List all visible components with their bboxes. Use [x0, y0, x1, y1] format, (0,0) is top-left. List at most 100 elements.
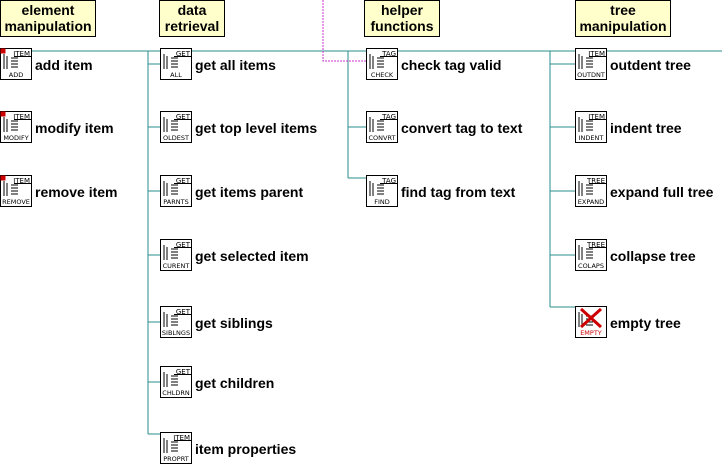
vi-icon: GET OLDEST	[160, 111, 192, 143]
vi-icon: TAG CONVRT	[366, 111, 398, 143]
category-tree-manipulation: tree manipulation	[575, 0, 671, 37]
vi-icon: TAG CHECK	[366, 48, 398, 80]
vi-icon: GET SIBLNGS	[160, 306, 192, 338]
category-data-retrieval: data retrieval	[159, 0, 225, 37]
vi-icon-top-text: ITEM	[13, 113, 30, 121]
vi-icon-bottom-text: MODIFY	[3, 134, 28, 142]
vi-icon-bottom-text: FIND	[374, 198, 390, 206]
node-label: collapse tree	[610, 248, 696, 264]
vi-icon-bottom-text: COLAPS	[578, 262, 604, 270]
vi-icon-top-text: ITEM	[173, 434, 190, 442]
node-label: convert tag to text	[401, 120, 523, 136]
node-label: remove item	[35, 184, 118, 200]
red-x-icon	[579, 307, 603, 329]
tree-glyph-icon	[163, 438, 178, 453]
vi-icon: TAG FIND	[366, 175, 398, 207]
tree-glyph-icon	[163, 54, 178, 69]
category-line: functions	[370, 18, 434, 34]
vi-icon: ITEM REMOVE	[0, 175, 32, 207]
tree-glyph-icon	[578, 181, 593, 196]
category-line: manipulation	[4, 18, 92, 34]
tree-glyph-icon	[3, 117, 18, 132]
tree-glyph-icon	[163, 181, 178, 196]
vi-icon-top-text: ITEM	[13, 177, 30, 185]
vi-icon-top-text: ITEM	[588, 113, 605, 121]
tree-glyph-icon	[369, 117, 384, 132]
vi-icon-bottom-text: ALL	[170, 71, 182, 79]
tree-glyph-icon	[369, 54, 384, 69]
tree-glyph-icon	[3, 181, 18, 196]
vi-icon-bottom-text: REMOVE	[2, 198, 30, 206]
category-line: helper	[380, 2, 423, 18]
node-label: get siblings	[195, 315, 273, 331]
node-label: get top level items	[195, 120, 318, 136]
node-label: indent tree	[610, 120, 682, 136]
vi-icon-bottom-text: PARNTS	[163, 198, 188, 206]
vi-icon-bottom-text: ADD	[9, 71, 23, 79]
vi-icon-top-text: GET	[176, 50, 191, 58]
tree-glyph-icon	[163, 117, 178, 132]
category-line: tree	[610, 2, 636, 18]
tree-glyph-icon	[369, 181, 384, 196]
vi-icon-top-text: ITEM	[588, 50, 605, 58]
tree-glyph-icon	[578, 245, 593, 260]
tree-glyph-icon	[163, 372, 178, 387]
vi-icon-bottom-text: EMPTY	[580, 329, 602, 337]
tree-glyph-icon	[578, 54, 593, 69]
plus-icon	[0, 175, 6, 181]
category-element-manipulation: element manipulation	[0, 0, 96, 37]
vi-icon-bottom-text: PROPRT	[163, 455, 189, 463]
vi-icon-top-text: GET	[176, 308, 191, 316]
vi-icon: ITEM MODIFY	[0, 111, 32, 143]
node-label: get items parent	[195, 184, 304, 200]
vi-icon-top-text: GET	[176, 177, 191, 185]
vi-icon: EMPTY	[575, 306, 607, 338]
node-label: get all items	[195, 57, 276, 73]
vi-icon-bottom-text: SIBLNGS	[162, 329, 190, 337]
category-line: data	[177, 2, 207, 18]
vi-icon: ITEM PROPRT	[160, 432, 192, 464]
category-helper-functions: helper functions	[364, 0, 440, 37]
node-label: check tag valid	[401, 57, 502, 73]
node-label: expand full tree	[610, 184, 714, 200]
vi-icon: ITEM INDENT	[575, 111, 607, 143]
node-label: add item	[35, 57, 93, 73]
plus-icon	[0, 48, 6, 54]
vi-icon-top-text: ITEM	[13, 50, 30, 58]
tree-glyph-icon	[578, 117, 593, 132]
plus-icon	[0, 111, 6, 117]
vi-icon-top-text: TAG	[381, 177, 396, 185]
tree-glyph-icon	[163, 312, 178, 327]
tree-glyph-icon	[163, 245, 178, 260]
vi-icon: TREE COLAPS	[575, 239, 607, 271]
vi-icon-bottom-text: CURENT	[163, 262, 190, 270]
vi-icon-top-text: TAG	[381, 50, 396, 58]
node-label: modify item	[35, 120, 114, 136]
vi-icon: GET CHLDRN	[160, 366, 192, 398]
vi-icon-bottom-text: INDENT	[579, 134, 604, 142]
node-label: item properties	[195, 441, 297, 457]
category-line: element	[21, 2, 75, 18]
tree-glyph-icon	[3, 54, 18, 69]
vi-icon-bottom-text: CONVRT	[369, 134, 396, 142]
vi-icon-bottom-text: EXPAND	[578, 198, 604, 206]
node-label: get children	[195, 375, 275, 391]
vi-icon-top-text: TREE	[586, 241, 605, 249]
node-label: outdent tree	[610, 57, 691, 73]
node-label: empty tree	[610, 315, 681, 331]
node-label: get selected item	[195, 248, 309, 264]
vi-icon-bottom-text: CHECK	[371, 71, 394, 79]
vi-icon-top-text: GET	[176, 368, 191, 376]
vi-icon-top-text: TAG	[381, 113, 396, 121]
vi-icon-bottom-text: OUTDNT	[577, 71, 605, 79]
vi-icon: ITEM ADD	[0, 48, 32, 80]
vi-icon: GET ALL	[160, 48, 192, 80]
category-line: manipulation	[579, 18, 667, 34]
category-line: retrieval	[164, 18, 220, 34]
vi-icon-bottom-text: OLDEST	[163, 134, 189, 142]
vi-icon-top-text: GET	[176, 113, 191, 121]
pink-wire	[322, 0, 368, 62]
vi-icon-bottom-text: CHLDRN	[162, 389, 190, 397]
